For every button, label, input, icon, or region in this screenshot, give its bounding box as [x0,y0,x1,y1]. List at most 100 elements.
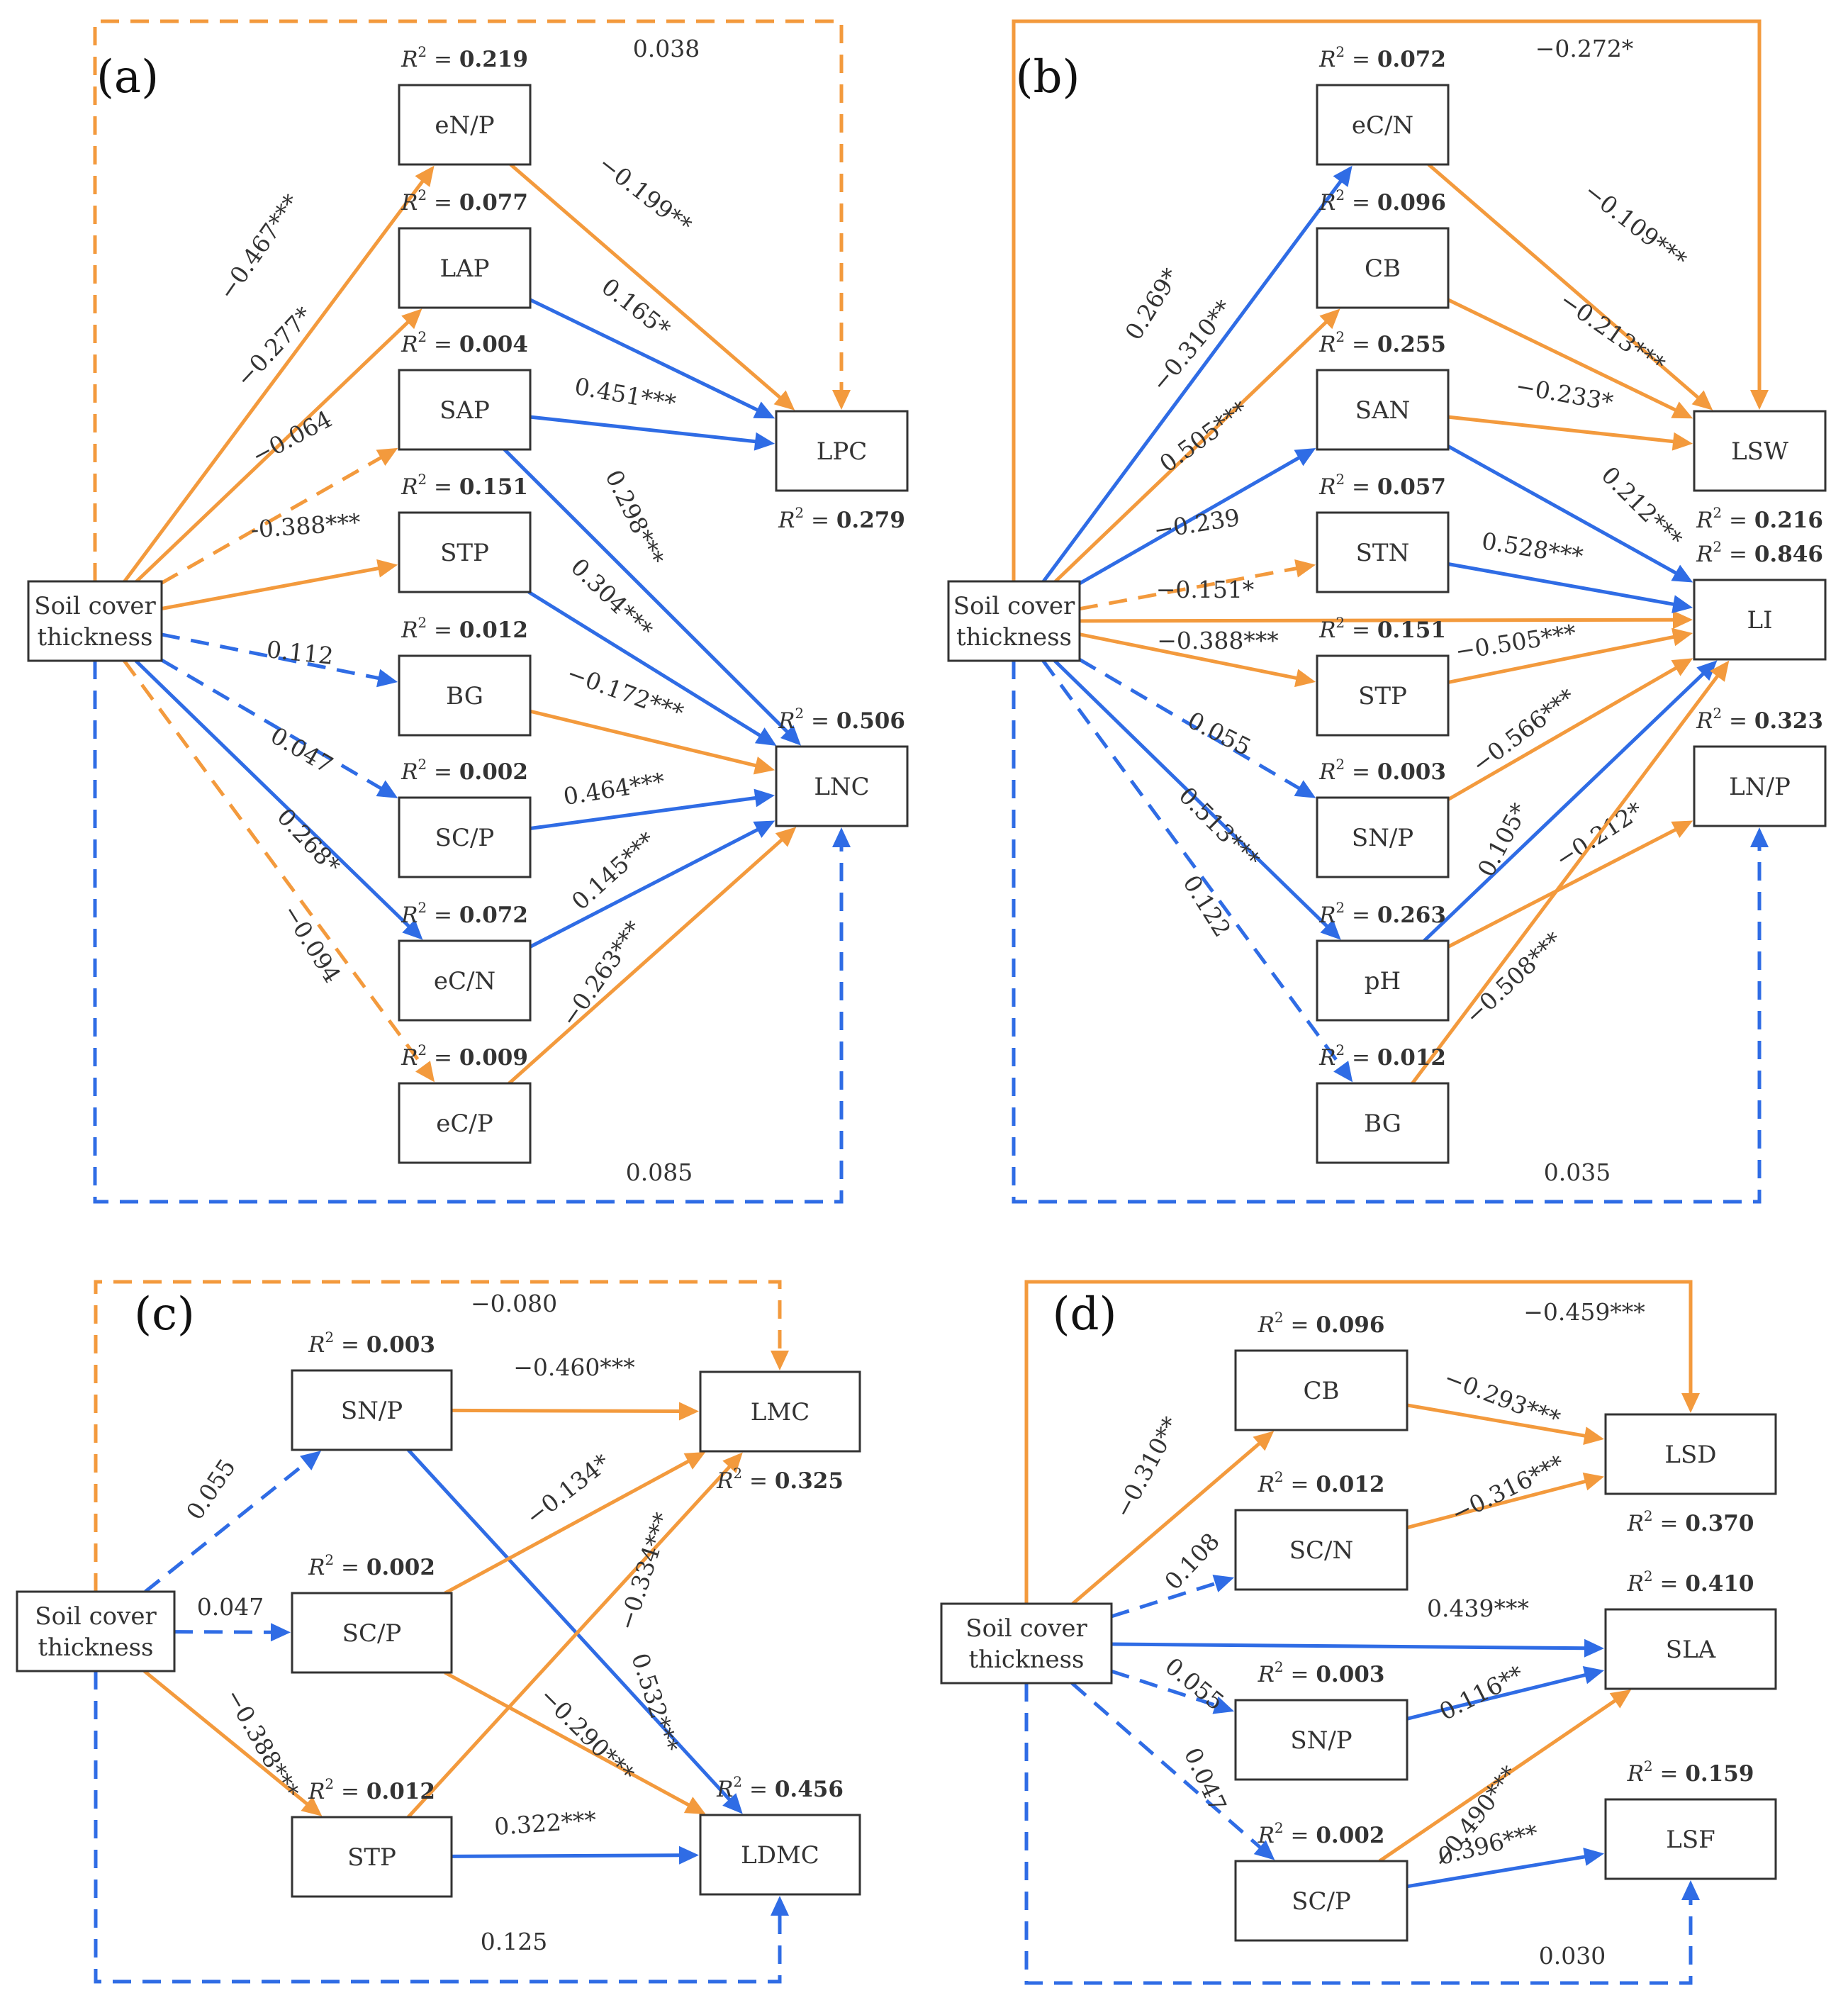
r-squared-exponent: 2 [1335,328,1345,345]
r-squared-label: R2 = 0.456 [716,1773,844,1802]
r-squared-symbol: R [1258,1823,1275,1848]
node-box [291,1816,453,1898]
r-squared-value: 0.151 [459,474,528,500]
r-squared-symbol: R [308,1555,325,1580]
edge-coefficient-label: 0.122 [1177,871,1236,942]
edge-arrowhead [1319,308,1340,330]
edge-coefficient-label: 0.451*** [573,372,678,417]
edge-coefficient-label: 0.112 [265,635,335,670]
edge-arrowhead [1583,1848,1605,1866]
r-squared-value: 0.255 [1377,332,1446,357]
r-squared-equals: = [742,1777,775,1802]
r-squared-exponent: 2 [418,328,427,345]
node-box [1316,369,1450,451]
edge-coefficient-label: −0.334*** [612,1509,676,1633]
edge-line [94,1280,782,1592]
edge-arrowhead [1696,660,1718,681]
r-squared-equals: = [427,47,459,72]
edge-line [1041,659,1344,1070]
edge-arrowhead [683,1451,706,1470]
edge-line [1012,661,1762,1204]
r-squared-label: R2 = 0.012 [308,1775,435,1804]
node-box [947,580,1081,662]
r-squared-exponent: 2 [418,899,427,916]
edge-arrowhead [754,727,777,746]
panel-label: (c) [134,1288,195,1341]
node-label: LSW [1731,437,1788,466]
edge-arrowhead [1294,669,1316,688]
r-squared-exponent: 2 [795,504,804,521]
node-label: eN/P [435,111,494,140]
r-squared-equals: = [1284,1472,1316,1497]
edge-a-sap-to-lpc: 0.451*** [530,372,775,451]
edge-coefficient-label: −0.151* [1156,576,1255,603]
node-label: eC/N [434,967,495,995]
r-squared-symbol: R [1318,618,1335,643]
node-label: LDMC [741,1841,819,1870]
node-label: eC/N [1352,111,1413,140]
r-squared-exponent: 2 [1335,186,1345,203]
edge-line [161,632,382,681]
edge-arrowhead [1671,820,1693,838]
node-box [1316,227,1450,309]
edge-c-src-to-ldmc: 0.125 [94,1671,789,1984]
node-box [1604,1413,1777,1495]
r-squared-equals: = [427,190,459,216]
edge-coefficient-label: −0.080 [471,1290,557,1317]
r-squared-symbol: R [1318,903,1335,928]
edge-coefficient-label: 0.528*** [1480,527,1585,570]
node-box [1316,939,1450,1022]
edge-a-src-to-stp: -0.388*** [161,508,398,610]
node-label: SAN [1355,396,1411,425]
edge-arrowhead [1320,919,1341,940]
edge-coefficient-label: 0.108 [1159,1527,1225,1595]
edge-a-src-to-scp: 0.047 [160,658,398,798]
r-squared-exponent: 2 [1713,538,1722,555]
r-squared-equals: = [1284,1312,1316,1338]
edge-coefficient-label: −0.459*** [1523,1298,1645,1326]
edge-line [123,659,426,1070]
edge-arrowhead [1294,448,1316,467]
r-squared-exponent: 2 [1713,705,1722,722]
edge-line [530,795,758,830]
edge-coefficient-label: −0.213*** [1555,286,1670,378]
edge-arrowhead [678,1402,699,1421]
edge-b-src-to-snp: 0.055 [1078,658,1316,798]
edge-line [134,659,412,929]
r-squared-value: 0.072 [1377,47,1446,72]
node-box [1693,410,1827,492]
r-squared-label: R2 = 0.506 [778,705,905,734]
node-d-scn: SC/NR2 = 0.012 [1234,1468,1409,1591]
r-squared-equals: = [1345,903,1377,928]
edge-a-src-to-ecn: 0.268* [134,659,423,940]
r-squared-label: R2 = 0.012 [1318,1041,1446,1071]
edge-b-src-to-lnp: 0.035 [1012,661,1769,1204]
r-squared-exponent: 2 [1335,899,1345,916]
node-box [1604,1608,1777,1690]
r-squared-equals: = [427,903,459,928]
node-box [1316,1082,1450,1164]
r-squared-label: R2 = 0.002 [1258,1819,1385,1848]
node-a-enp: eN/PR2 = 0.219 [398,43,532,166]
r-squared-value: 0.279 [836,508,905,533]
r-squared-label: R2 = 0.151 [401,471,528,500]
node-box [398,84,532,166]
edge-line [1423,671,1706,942]
r-squared-value: 0.004 [459,332,528,357]
node-label: SC/P [435,824,495,852]
node-box [699,1370,861,1453]
edge-coefficient-label: −0.199** [593,150,697,239]
node-label: pH [1365,967,1401,995]
edge-arrowhead [1333,165,1353,187]
edge-line [529,298,761,413]
r-squared-exponent: 2 [1275,1309,1284,1326]
r-squared-exponent: 2 [795,705,804,722]
edge-coefficient-label: 0.212*** [1596,461,1687,552]
node-box [1316,84,1450,166]
r-squared-symbol: R [308,1779,325,1804]
